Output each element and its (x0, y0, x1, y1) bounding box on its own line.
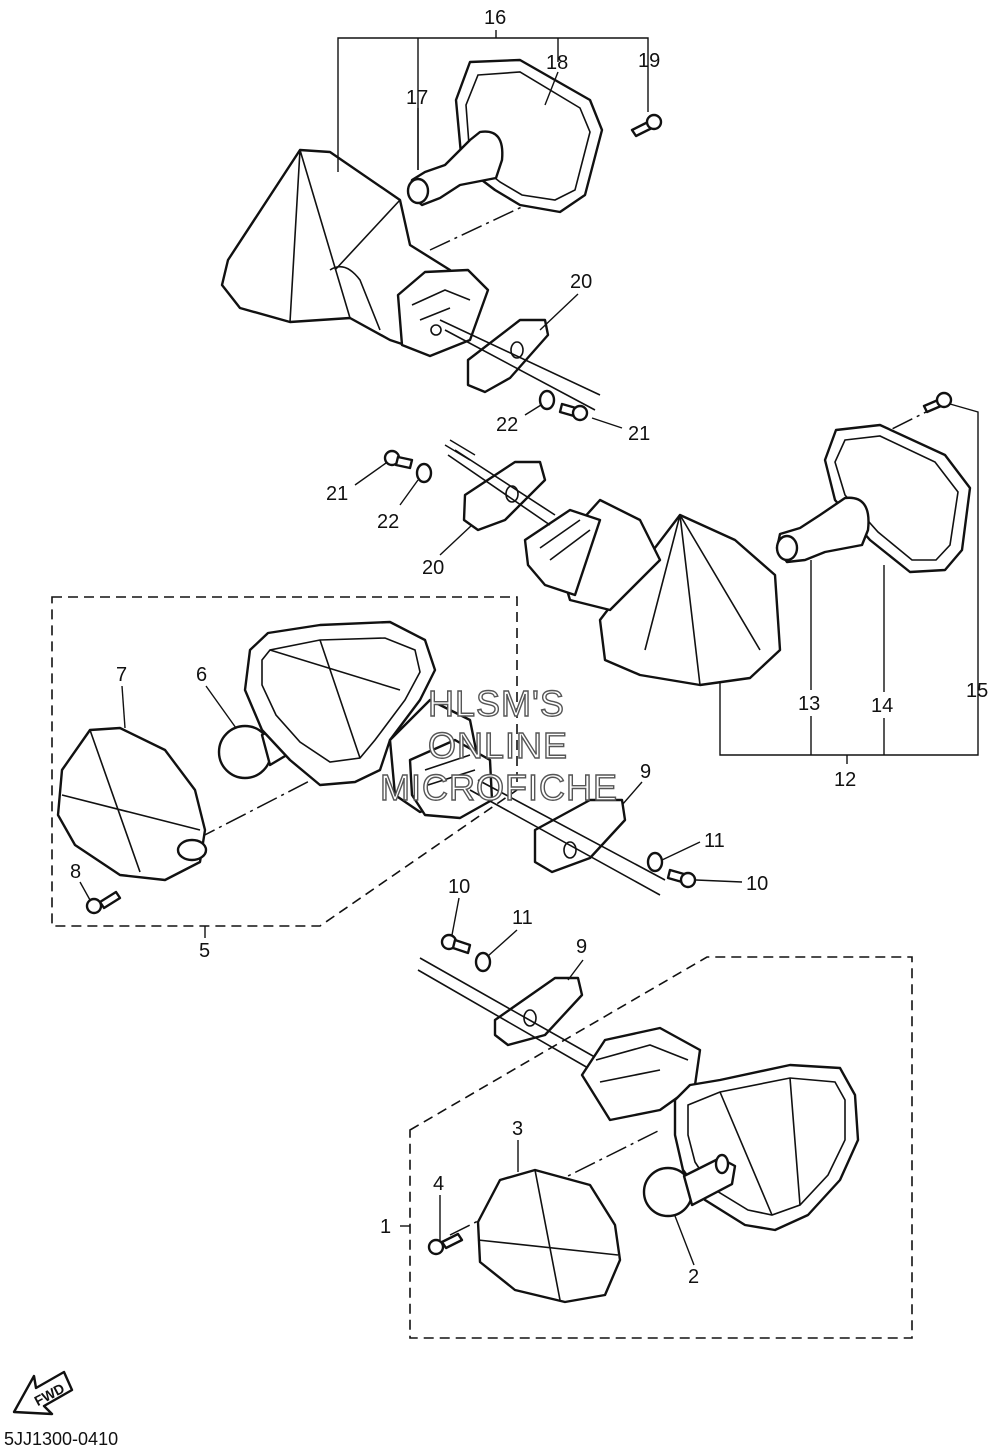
callout-12: 12 (834, 769, 856, 791)
bulb-2 (642, 1153, 737, 1218)
front-turn-signal-left (56, 620, 697, 915)
lens-7 (56, 726, 208, 882)
watermark: HLSM'S ONLINE MICROFICHE (379, 682, 618, 808)
lens-3 (476, 1168, 622, 1304)
watermark-line-1: HLSM'S (428, 683, 565, 724)
washer-11-mid (646, 851, 664, 873)
washer-22-upper (538, 389, 556, 411)
callout-4: 4 (433, 1173, 444, 1195)
grommet-20-upper (466, 318, 550, 394)
callout-18: 18 (546, 52, 568, 74)
callout-14: 14 (871, 695, 893, 717)
front-turn-signal-right (417, 933, 860, 1304)
screw-19 (630, 113, 663, 138)
callout-7: 7 (116, 664, 127, 686)
callout-13: 13 (798, 693, 820, 715)
assembly-5-boundary (51, 596, 518, 927)
callout-21-mid: 21 (326, 483, 348, 505)
callout-10-mid: 10 (746, 873, 768, 895)
housing-bottom (580, 1026, 860, 1232)
callout-11-bottom: 11 (512, 907, 533, 929)
housing-mid-right (523, 498, 782, 687)
fwd-arrow-icon: FWD (12, 1370, 74, 1416)
callout-17: 17 (406, 87, 428, 109)
callout-20-upper: 20 (570, 271, 592, 293)
callout-11-mid: 11 (704, 830, 725, 852)
callout-20-mid: 20 (422, 557, 444, 579)
callout-15: 15 (966, 680, 988, 702)
screw-4 (427, 1232, 464, 1256)
grommet-9-bottom (493, 976, 584, 1047)
bulb-17 (406, 130, 504, 207)
lens-14 (823, 423, 972, 574)
bulb-13 (775, 496, 870, 564)
callout-labels: 16 17 18 19 20 22 21 21 22 20 7 6 13 14 … (70, 7, 988, 1288)
washer-11-bottom (474, 951, 492, 973)
watermark-line-2: ONLINE (428, 725, 568, 766)
callout-22-upper: 22 (496, 414, 518, 436)
screw-21-mid (383, 449, 414, 470)
callout-2: 2 (688, 1266, 699, 1288)
callout-9-mid: 9 (640, 761, 651, 783)
callout-8: 8 (70, 861, 81, 883)
leader-lines (79, 30, 979, 1266)
callout-1: 1 (380, 1216, 391, 1238)
screw-8 (85, 890, 122, 915)
callout-3: 3 (512, 1118, 523, 1140)
diagram-code: 5JJ1300-0410 (4, 1429, 118, 1449)
callout-16: 16 (484, 7, 506, 29)
grommet-20-mid (462, 460, 547, 532)
housing-mid-left (243, 620, 494, 820)
screw-10-bottom (440, 933, 472, 955)
callout-9-bottom: 9 (576, 936, 587, 958)
callout-19: 19 (638, 50, 660, 72)
callout-22-mid: 22 (377, 511, 399, 533)
screw-15 (922, 391, 953, 414)
callout-5: 5 (199, 940, 210, 962)
grommet-9-mid (533, 798, 627, 874)
housing-upper (220, 148, 490, 358)
screw-21-upper (558, 402, 589, 422)
screw-10-mid (666, 868, 697, 889)
washer-22-mid (415, 462, 433, 484)
callout-6: 6 (196, 664, 207, 686)
watermark-line-3: MICROFICHE (380, 767, 618, 808)
callout-21-upper: 21 (628, 423, 650, 445)
callout-10-bottom: 10 (448, 876, 470, 898)
upper-front-turn-signal (220, 58, 663, 422)
upper-rear-turn-signal (383, 391, 972, 687)
assembly-1-boundary (409, 956, 913, 1339)
